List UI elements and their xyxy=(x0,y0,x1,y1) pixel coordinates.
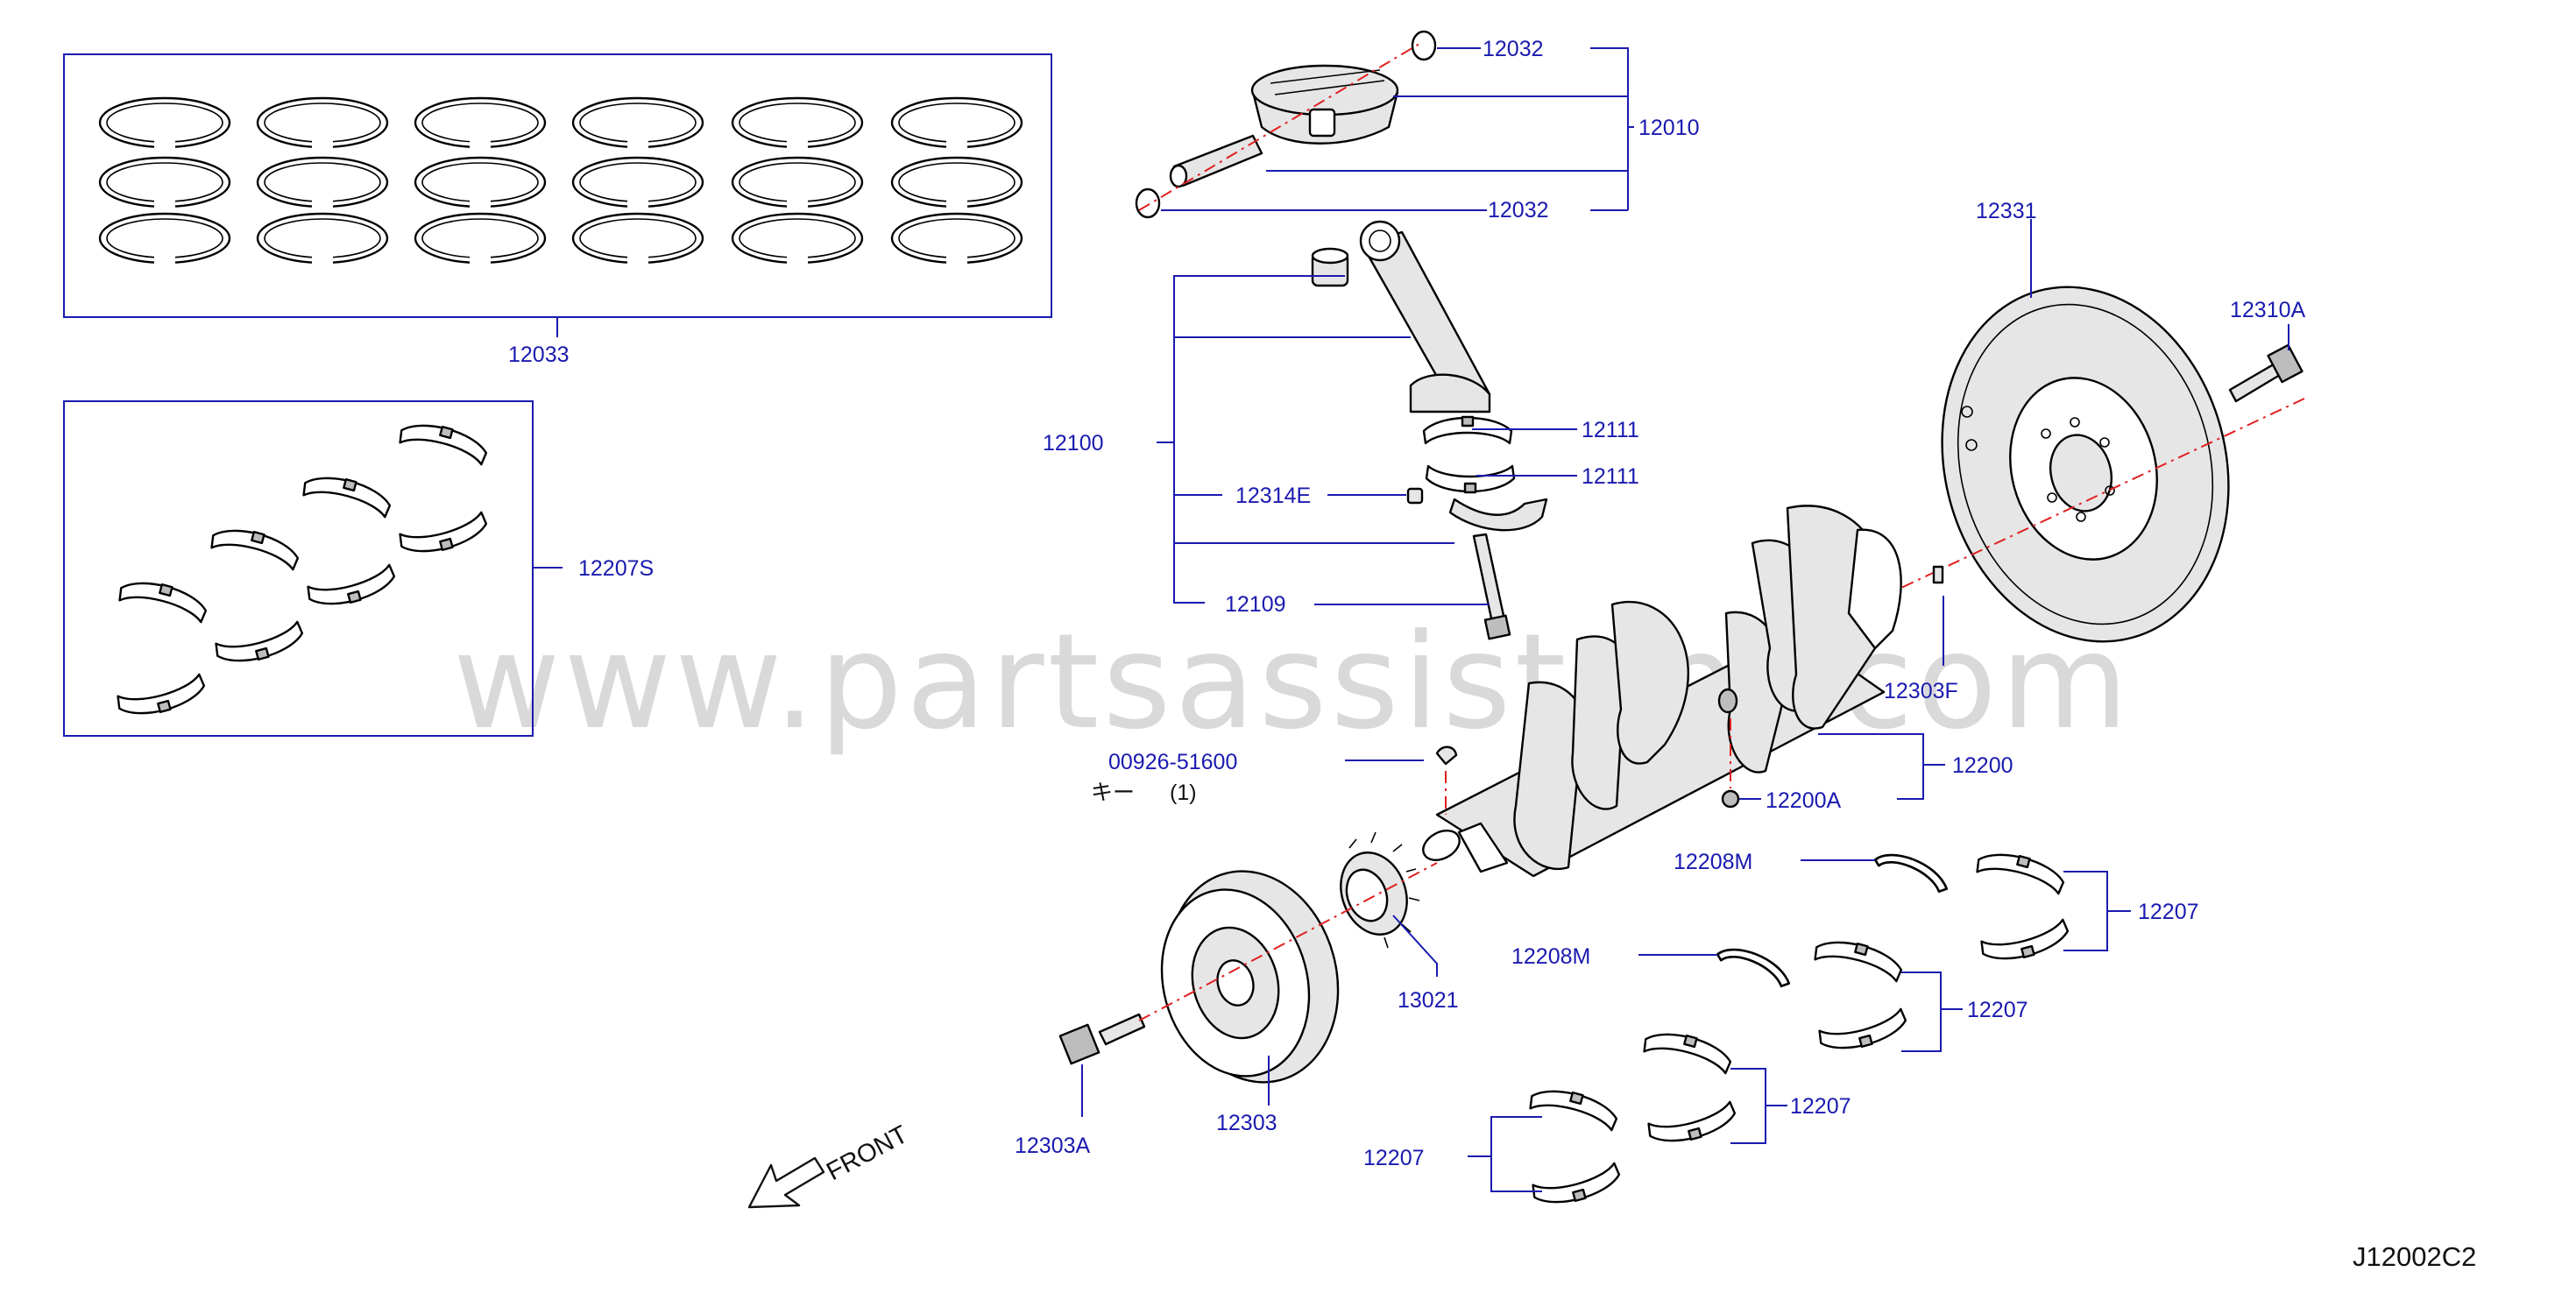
crank-plug-12200A xyxy=(1721,789,1740,809)
conrod-cap xyxy=(1448,498,1548,532)
thrust-washer-upper xyxy=(1872,843,1954,897)
label-00926-51600: 00926-51600 xyxy=(1108,750,1237,774)
snap-ring-top xyxy=(1411,30,1437,61)
snap-ring-bottom xyxy=(1135,187,1161,219)
label-12207-a: 12207 xyxy=(2138,900,2199,924)
main-bearing-b-upper xyxy=(1812,932,1907,983)
label-12208M-a: 12208M xyxy=(1674,850,1752,874)
label-12207-c: 12207 xyxy=(1790,1094,1851,1119)
label-12208M-b: 12208M xyxy=(1511,944,1590,969)
crank-pulley xyxy=(1160,870,1340,1084)
conrod-bearing-lower xyxy=(1425,464,1516,494)
main-bearing-b-lower xyxy=(1816,1007,1911,1058)
label-12111-b: 12111 xyxy=(1582,464,1639,489)
label-13021: 13021 xyxy=(1398,988,1459,1013)
cap-dowel xyxy=(1406,487,1424,505)
key-note-jp: キー xyxy=(1091,781,1135,805)
crank-pulley-bolt xyxy=(1058,1013,1146,1065)
label-12032-bottom: 12032 xyxy=(1488,198,1549,223)
label-12033: 12033 xyxy=(508,343,570,367)
piston xyxy=(1250,64,1399,145)
drive-plate xyxy=(1941,286,2230,643)
label-12032-top: 12032 xyxy=(1483,37,1544,61)
label-12207-b: 12207 xyxy=(1967,998,2028,1022)
conrod-bolt xyxy=(1472,533,1511,640)
label-12314E: 12314E xyxy=(1235,484,1311,508)
connecting-rod xyxy=(1359,220,1491,413)
main-bearing-c-upper xyxy=(1641,1024,1736,1075)
main-bearing-a-upper xyxy=(1974,844,2069,895)
front-label: FRONT xyxy=(822,1120,912,1186)
main-bearing-a-lower xyxy=(1978,918,2073,969)
label-12109: 12109 xyxy=(1225,592,1286,617)
piston-ring-sets xyxy=(98,96,1023,266)
label-12200: 12200 xyxy=(1952,753,2013,778)
label-12303F: 12303F xyxy=(1884,679,1958,703)
key-note-qty: (1) xyxy=(1170,781,1197,805)
label-12310A: 12310A xyxy=(2230,298,2306,322)
bearing-shells-set xyxy=(115,415,492,724)
diagram-code: J12002C2 xyxy=(2353,1241,2476,1272)
label-12100: 12100 xyxy=(1043,431,1104,456)
woodruff-key xyxy=(1435,745,1458,766)
front-arrow-icon xyxy=(747,1156,825,1209)
small-end-bushing xyxy=(1311,247,1349,287)
label-12010: 12010 xyxy=(1638,116,1700,140)
dowel-pin-12303F xyxy=(1932,565,1944,584)
piston-pin xyxy=(1169,134,1263,188)
crank-sprocket xyxy=(1340,831,1420,949)
label-12207-d: 12207 xyxy=(1363,1146,1425,1170)
label-12303: 12303 xyxy=(1216,1111,1277,1135)
label-12207S: 12207S xyxy=(578,556,654,581)
main-bearing-d-upper xyxy=(1527,1081,1622,1132)
label-12200A: 12200A xyxy=(1766,788,1842,813)
main-bearing-c-lower xyxy=(1645,1100,1740,1151)
thrust-washer-lower xyxy=(1714,937,1796,992)
label-12303A: 12303A xyxy=(1015,1134,1091,1158)
drive-plate-bolt xyxy=(2228,343,2304,403)
label-12111-a: 12111 xyxy=(1582,418,1639,442)
crankshaft xyxy=(1422,505,1902,878)
label-12331: 12331 xyxy=(1976,199,2037,223)
main-bearing-d-lower xyxy=(1530,1162,1624,1212)
